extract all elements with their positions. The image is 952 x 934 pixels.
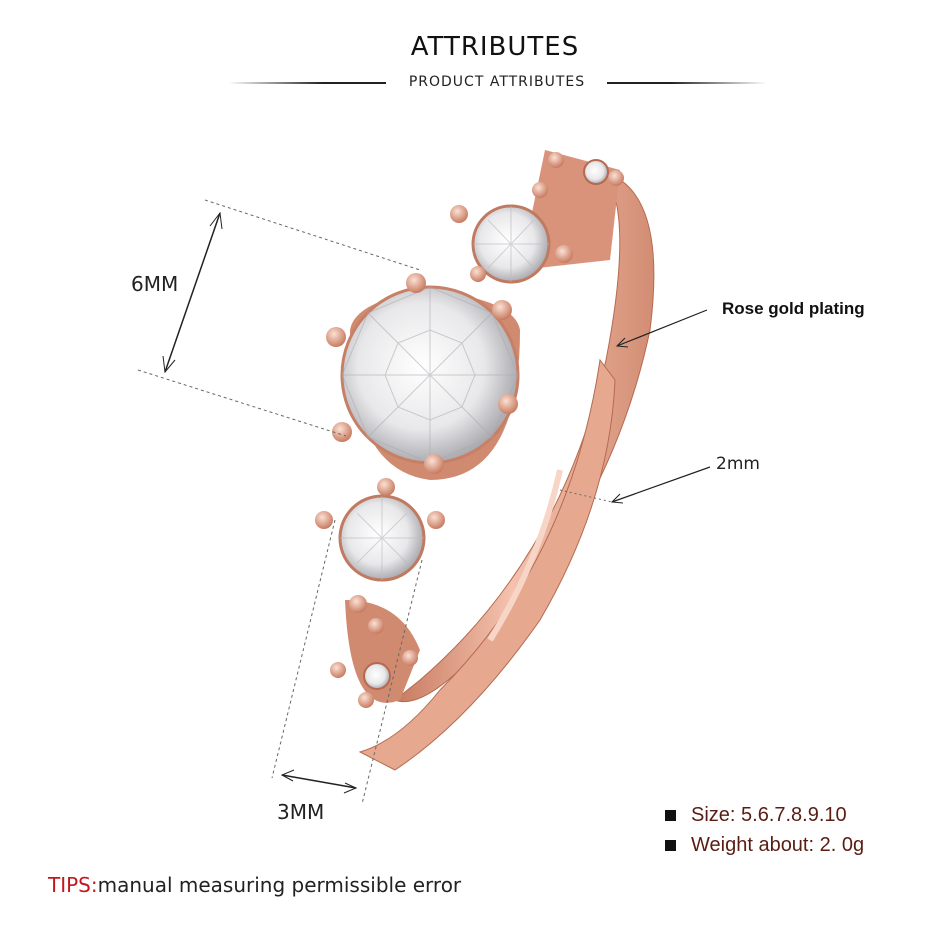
spec-weight-text: Weight about: 2. 0g xyxy=(691,834,865,856)
page-subtitle: PRODUCT ATTRIBUTES xyxy=(408,74,586,90)
ring-band-front xyxy=(358,358,616,771)
tips-note: TIPS:manual measuring permissible error xyxy=(48,873,461,897)
spec-size-text: Size: 5.6.7.8.9.10 xyxy=(691,804,847,826)
small-gem-bottom xyxy=(363,662,391,690)
subtitle-rule-left xyxy=(228,82,386,84)
band-width-label: 2mm xyxy=(716,454,760,474)
side-width-label: 3MM xyxy=(277,800,325,824)
bullet-square-icon xyxy=(665,840,676,851)
small-gem-top xyxy=(583,159,609,185)
tips-lead: TIPS: xyxy=(48,873,98,897)
page-title: ATTRIBUTES xyxy=(410,32,580,62)
ring-band-edge xyxy=(487,469,563,642)
spec-weight: Weight about: 2. 0g xyxy=(665,834,864,857)
stone-diameter-label: 6MM xyxy=(131,272,179,296)
tips-text: manual measuring permissible error xyxy=(97,873,462,897)
spec-size: Size: 5.6.7.8.9.10 xyxy=(665,804,847,827)
plating-callout: Rose gold plating xyxy=(722,299,865,318)
bullet-square-icon xyxy=(665,810,676,821)
subtitle-rule-right xyxy=(607,82,767,84)
